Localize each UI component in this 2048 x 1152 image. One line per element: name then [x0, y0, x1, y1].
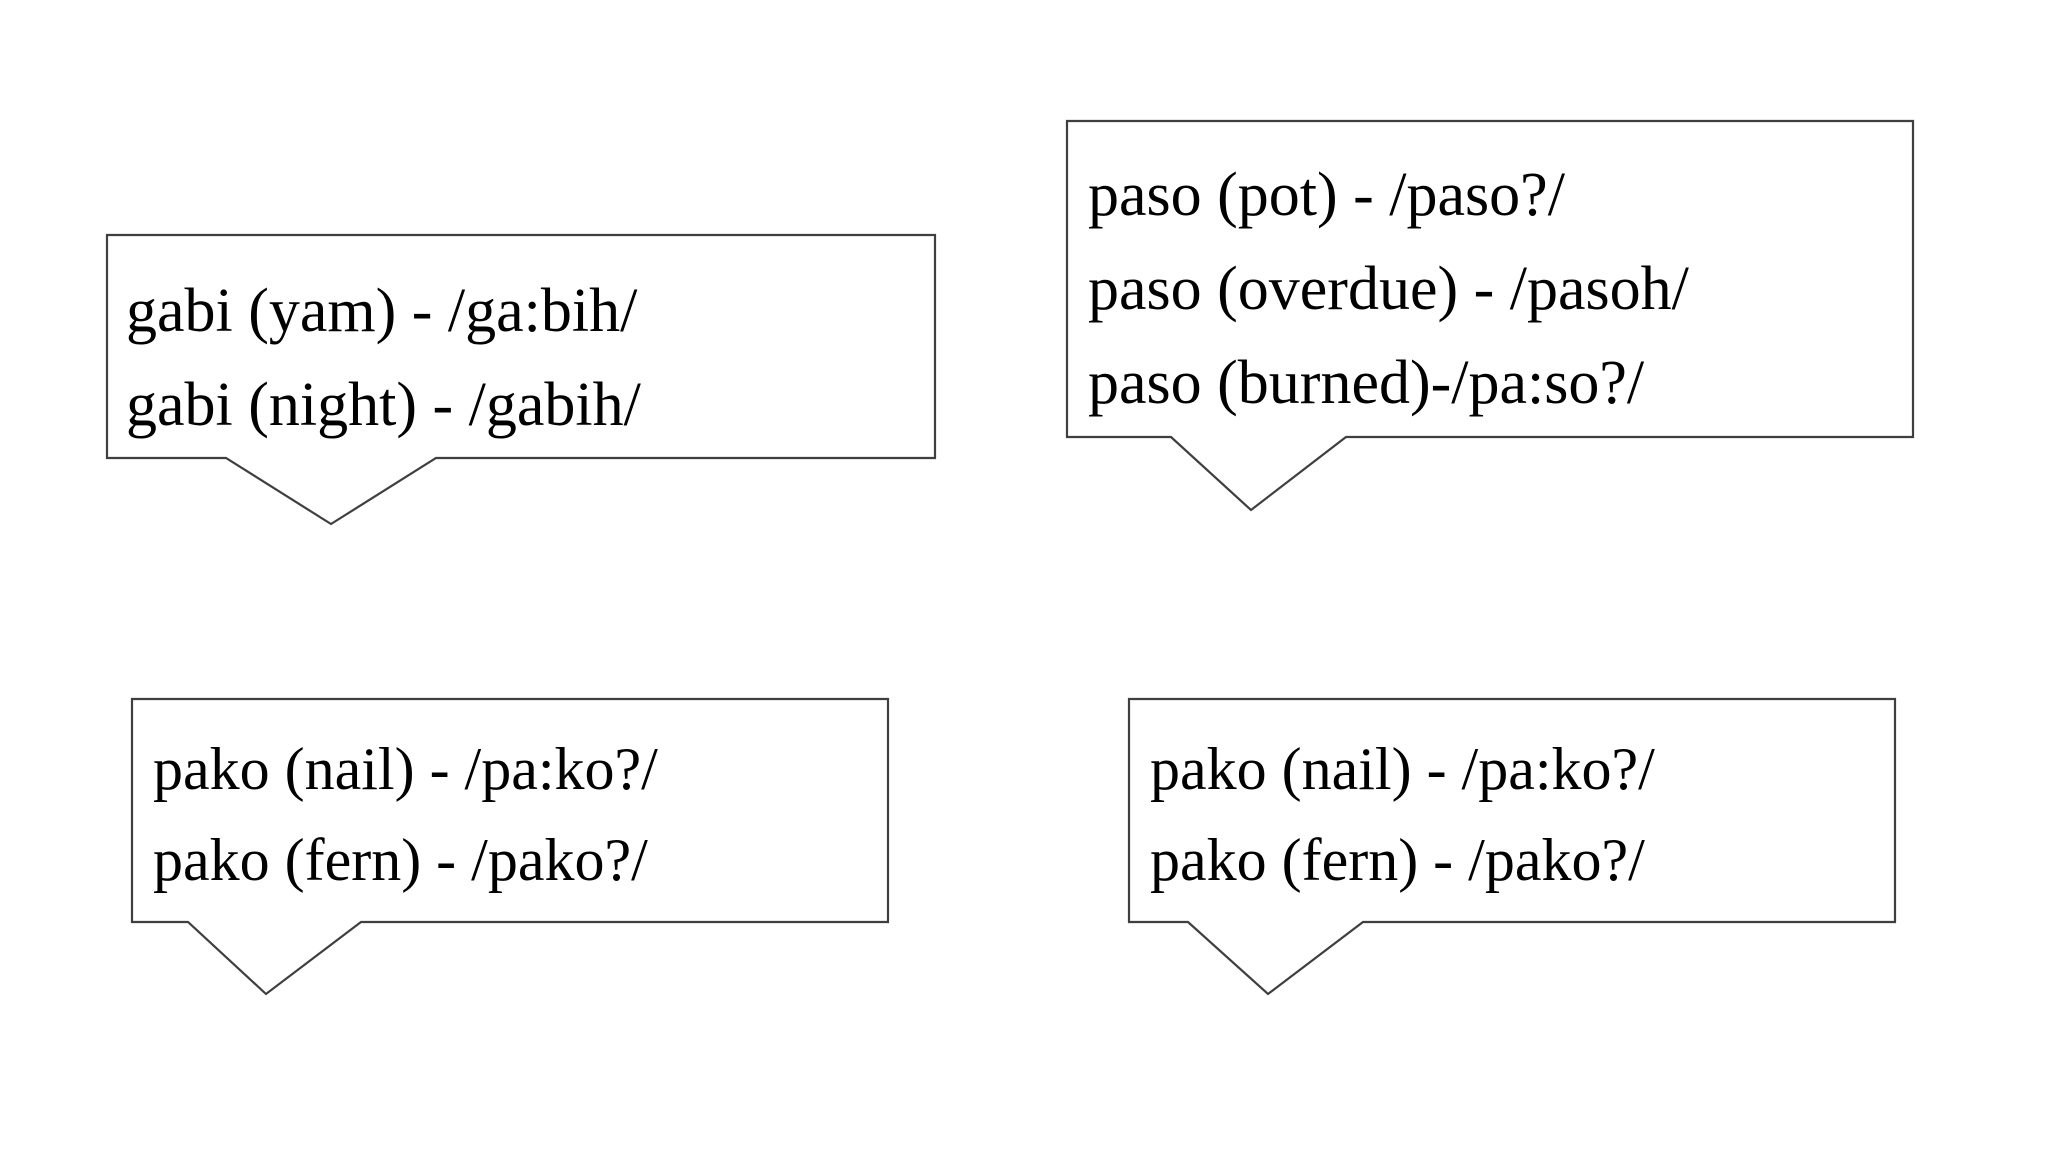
callout-gabi-line-2: gabi (night) - /gabih/ [126, 371, 641, 439]
callout-gabi[interactable]: gabi (yam) - /ga:bih/ gabi (night) - /ga… [105, 233, 937, 574]
callout-pako-right-line-2: pako (fern) - /pako?/ [1150, 827, 1645, 893]
callout-gabi-outline [105, 233, 937, 526]
callout-pako-left-line-1: pako (nail) - /pa:ko?/ [153, 736, 658, 802]
callout-pako-right-text: pako (nail) - /pa:ko?/ pako (fern) - /pa… [1128, 698, 1918, 906]
callout-pako-right-outline [1127, 697, 1897, 996]
callout-pako-left-line-2: pako (fern) - /pako?/ [153, 827, 648, 893]
callout-pako-right[interactable]: pako (nail) - /pa:ko?/ pako (fern) - /pa… [1127, 697, 1897, 998]
callout-pako-left-text: pako (nail) - /pa:ko?/ pako (fern) - /pa… [131, 698, 911, 906]
callout-paso-line-3: paso (burned)-/pa:so?/ [1088, 349, 1645, 417]
callout-paso-line-2: paso (overdue) - /pasoh/ [1088, 255, 1689, 323]
callout-paso-outline [1065, 119, 1915, 512]
callout-paso-line-1: paso (pot) - /paso?/ [1088, 161, 1565, 229]
callout-pako-right-line-1: pako (nail) - /pa:ko?/ [1150, 736, 1655, 802]
callout-paso-text: paso (pot) - /paso?/ paso (overdue) - /p… [1066, 120, 1936, 430]
callout-pako-left[interactable]: pako (nail) - /pa:ko?/ pako (fern) - /pa… [130, 697, 890, 998]
callout-pako-left-outline [130, 697, 890, 996]
callout-paso[interactable]: paso (pot) - /paso?/ paso (overdue) - /p… [1065, 119, 1915, 570]
callout-gabi-text: gabi (yam) - /ga:bih/ gabi (night) - /ga… [106, 234, 956, 452]
callout-gabi-line-1: gabi (yam) - /ga:bih/ [126, 277, 638, 345]
